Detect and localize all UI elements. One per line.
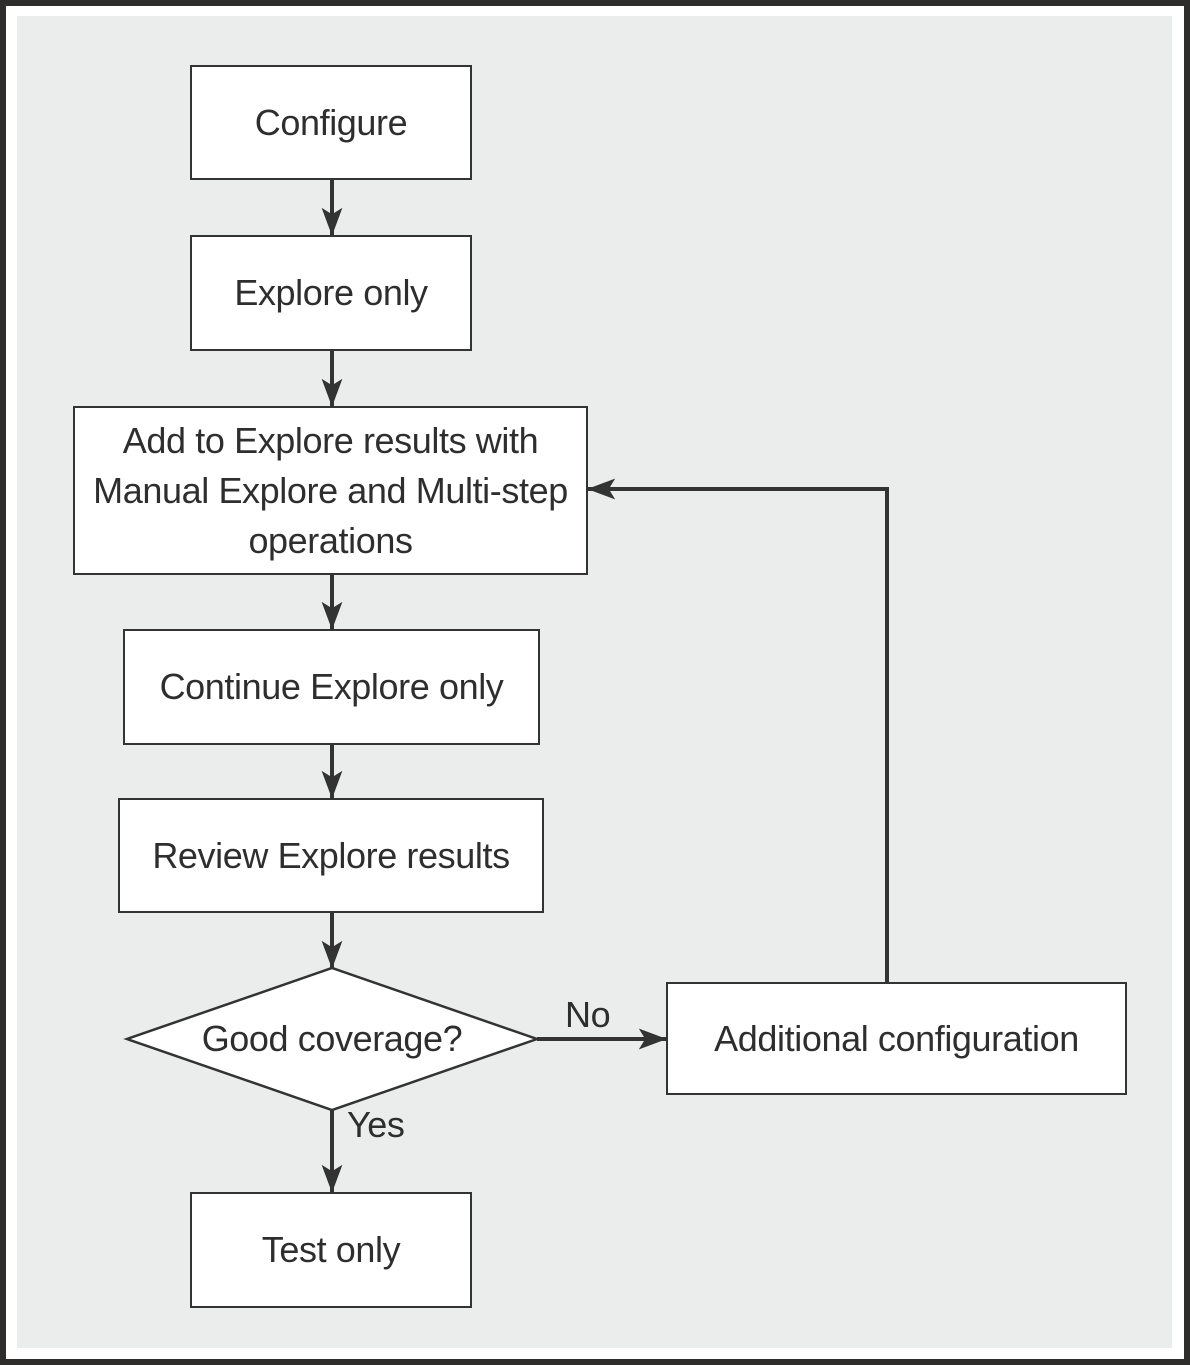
node-test-only: Test only	[190, 1192, 472, 1308]
node-good-coverage-decision: Good coverage?	[201, 1018, 463, 1059]
edge-label-yes: Yes	[347, 1104, 405, 1145]
node-additional-configuration: Additional configuration	[666, 982, 1127, 1095]
node-continue-explore-only: Continue Explore only	[123, 629, 540, 745]
flowchart-connectors	[123, 180, 889, 1193]
node-add-to-explore-results: Add to Explore results with Manual Explo…	[73, 406, 588, 575]
node-configure: Configure	[190, 65, 472, 180]
edge-label-no: No	[565, 994, 611, 1035]
edge-additional-loop-to-add	[587, 478, 889, 982]
node-review-explore-results: Review Explore results	[118, 798, 544, 913]
flowchart-panel: Configure Explore only Add to Explore re…	[17, 16, 1172, 1348]
decision-diamond-shape	[123, 966, 541, 1112]
node-explore-only: Explore only	[190, 235, 472, 351]
